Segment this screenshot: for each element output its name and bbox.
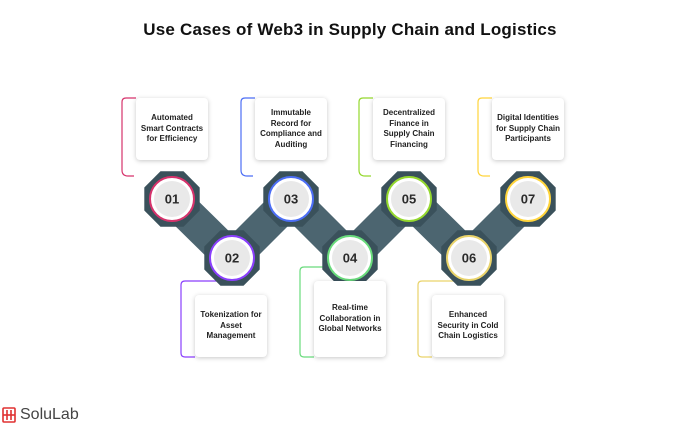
step-number: 07	[521, 192, 535, 207]
use-case-text: Decentralized Finance in Supply Chain Fi…	[382, 108, 436, 149]
step-nodes: 01 02 03 04 05 06 07	[149, 176, 551, 281]
step-number: 02	[225, 251, 239, 266]
step-number: 01	[165, 192, 179, 207]
step-node	[214, 240, 250, 276]
step-connector	[240, 97, 255, 177]
use-case-text: Automated Smart Contracts for Efficiency	[140, 113, 204, 144]
use-case-text: Real-time Collaboration in Global Networ…	[318, 303, 382, 334]
use-case-card: Automated Smart Contracts for Efficiency	[136, 98, 208, 160]
step-connector	[417, 280, 482, 358]
use-case-card: Decentralized Finance in Supply Chain Fi…	[373, 98, 445, 160]
step-connector	[299, 266, 364, 358]
step-number: 03	[284, 192, 298, 207]
use-case-text: Digital Identities for Supply Chain Part…	[496, 113, 560, 144]
brand-name: SoluLab	[20, 406, 79, 423]
step-connector	[358, 97, 373, 177]
step-number: 06	[462, 251, 476, 266]
use-case-card: Tokenization for Asset Management	[195, 295, 267, 357]
connector-lines	[121, 97, 492, 358]
step-connector	[180, 280, 245, 358]
step-node	[510, 181, 546, 217]
step-node	[332, 240, 368, 276]
step-node	[154, 181, 190, 217]
use-case-text: Tokenization for Asset Management	[200, 310, 262, 341]
page-title: Use Cases of Web3 in Supply Chain and Lo…	[143, 20, 557, 39]
step-node	[391, 181, 427, 217]
step-node	[273, 181, 309, 217]
use-case-text: Immutable Record for Compliance and Audi…	[260, 108, 322, 149]
step-number: 04	[343, 251, 358, 266]
step-connector	[477, 97, 492, 177]
use-case-card: Immutable Record for Compliance and Audi…	[255, 98, 327, 160]
use-case-card: Digital Identities for Supply Chain Part…	[492, 98, 564, 160]
step-connector	[121, 97, 136, 177]
solulab-logo-icon	[2, 407, 16, 423]
brand: SoluLab	[2, 406, 79, 424]
use-case-card: Enhanced Security in Cold Chain Logistic…	[432, 295, 504, 357]
step-node	[451, 240, 487, 276]
step-number: 05	[402, 192, 416, 207]
use-case-text: Enhanced Security in Cold Chain Logistic…	[437, 310, 499, 341]
use-case-card: Real-time Collaboration in Global Networ…	[314, 281, 386, 357]
